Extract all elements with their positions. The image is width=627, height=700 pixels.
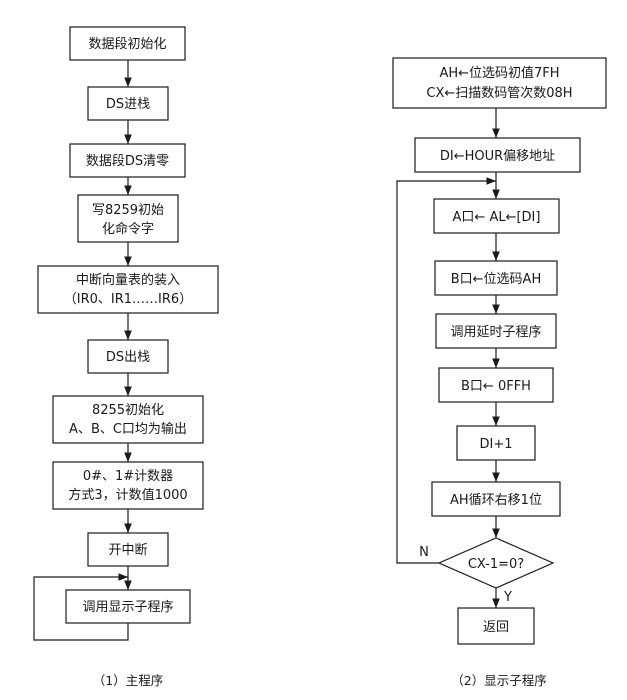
step-ds-push <box>87 86 169 121</box>
step-call-display <box>65 589 191 624</box>
step-port-a-out <box>433 198 560 234</box>
step-port-b-off-label: B口← 0FFH <box>461 379 531 394</box>
no-label: N <box>419 545 429 560</box>
step-call-display-label: 调用显示子程序 <box>82 600 173 615</box>
step-di-increment-label: DI+1 <box>479 437 512 452</box>
step-8259-init-label-1: 写8259初始 <box>92 203 164 218</box>
step-8259-init <box>77 194 179 243</box>
step-ds-clear-label: 数据段DS清零 <box>86 154 169 169</box>
step-call-delay-label: 调用延时子程序 <box>450 325 541 340</box>
display-subroutine-caption: （2）显示子程序 <box>451 673 546 688</box>
step-vector-table-load-label-1: 中断向量表的装入 <box>76 272 180 288</box>
step-port-b-bitcode-label: B口←位选码AH <box>451 272 541 287</box>
step-ds-pop <box>87 339 169 374</box>
decision-cx-zero-label: CX-1=0? <box>468 557 524 572</box>
step-load-di-label: DI←HOUR偏移地址 <box>440 149 555 164</box>
step-8255-init-label-2: A、B、C口均为输出 <box>69 421 187 437</box>
main-program-caption: （1）主程序 <box>93 673 163 688</box>
step-ah-rotate-label: AH循环右移1位 <box>450 493 542 508</box>
step-counter-setup-label-2: 方式3，计数值1000 <box>68 487 187 503</box>
step-8255-init-label-1: 8255初始化 <box>92 403 164 418</box>
step-counter-setup-label-1: 0#、1#计数器 <box>83 469 173 484</box>
step-init-ah-cx-label-1: AH←位选码初值7FH <box>439 65 559 81</box>
step-return-label: 返回 <box>483 620 509 635</box>
main-program-flowchart: 数据段初始化 DS进栈 数据段DS清零 写8259初始 化命令字 中断向量表的装… <box>33 26 219 688</box>
step-init-ah-cx <box>392 57 607 109</box>
step-data-segment-init-label: 数据段初始化 <box>88 37 166 52</box>
step-port-a-out-label: A口← AL←[DI] <box>453 210 541 225</box>
display-subroutine-flowchart: AH←位选码初值7FH CX←扫描数码管次数08H DI←HOUR偏移地址 A口… <box>392 57 607 688</box>
step-return <box>457 607 535 645</box>
yes-label: Y <box>503 590 512 605</box>
step-ds-pop-label: DS出栈 <box>106 350 150 365</box>
step-enable-interrupt-label: 开中断 <box>108 543 147 558</box>
step-8259-init-label-2: 化命令字 <box>102 221 154 237</box>
step-vector-table-load-label-2: （IR0、IR1……IR6） <box>64 292 192 307</box>
step-data-segment-init <box>69 26 186 61</box>
step-load-di <box>414 137 581 173</box>
loop-arrow-no <box>396 177 496 564</box>
loop-arrow <box>33 573 129 641</box>
step-ds-push-label: DS进栈 <box>106 97 150 112</box>
step-counter-setup <box>52 461 204 510</box>
step-init-ah-cx-label-2: CX←扫描数码管次数08H <box>426 85 572 101</box>
